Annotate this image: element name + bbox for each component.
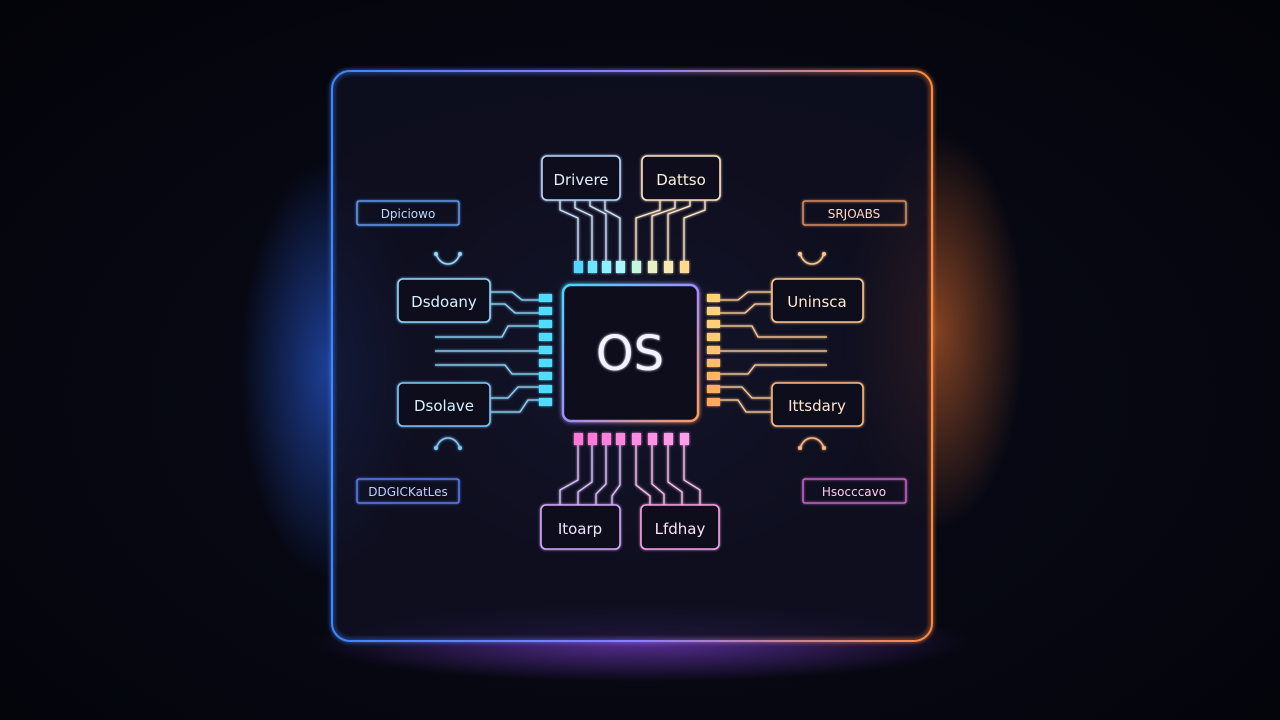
link-dot-upper-right-b <box>822 252 826 256</box>
module-left-upper-label: Dsdoany <box>411 293 477 311</box>
module-left-lower-label: Dsolave <box>414 397 474 415</box>
module-right-upper-box <box>771 278 864 323</box>
link-dot-upper-left-a <box>434 252 438 256</box>
tag-lower-right-box <box>802 478 907 504</box>
tag-upper-left-box <box>356 200 460 226</box>
tag-upper-right-box <box>802 200 907 226</box>
tag-lower-right-label: Hsocccavo <box>822 485 886 499</box>
link-arc-upper-left-icon <box>435 253 461 265</box>
link-dot-lower-left-b <box>458 446 462 450</box>
module-left-upper-box <box>397 278 491 323</box>
module-bottom-left-label: Itoarp <box>558 520 602 538</box>
module-right-lower-box <box>771 382 864 427</box>
chip-pins-left <box>539 294 552 406</box>
link-dot-lower-right-a <box>798 446 802 450</box>
link-dot-upper-right-a <box>798 252 802 256</box>
link-arc-upper-right-icon <box>799 253 825 265</box>
module-top-right-box <box>641 155 721 201</box>
module-bottom-right-box <box>640 504 720 550</box>
tag-lower-left-box <box>356 478 460 504</box>
module-right-upper-label: Uninsca <box>787 293 846 311</box>
chip-pins-top <box>574 261 689 273</box>
os-chip-label: OS <box>596 326 664 382</box>
circuit-traces <box>435 200 827 505</box>
tag-upper-right-label: SRJOABS <box>828 207 881 221</box>
link-arc-lower-left-icon <box>435 437 461 449</box>
link-dot-upper-left-b <box>458 252 462 256</box>
chip-pins-right <box>707 294 720 406</box>
module-top-left-label: Drivere <box>553 171 608 189</box>
module-top-right-label: Dattso <box>656 171 706 189</box>
module-right-lower-label: Ittsdary <box>788 397 846 415</box>
link-arc-lower-right-icon <box>799 437 825 449</box>
module-bottom-left-box <box>540 504 621 550</box>
tag-upper-left-label: Dpiciowo <box>381 207 436 221</box>
module-left-lower-box <box>397 382 491 427</box>
os-chip <box>561 283 700 423</box>
chip-pins-bottom <box>574 433 689 445</box>
module-top-left-box <box>541 155 621 201</box>
tag-lower-left-label: DDGICKatLes <box>368 485 448 499</box>
link-dot-lower-right-b <box>822 446 826 450</box>
link-dot-lower-left-a <box>434 446 438 450</box>
module-bottom-right-label: Lfdhay <box>655 520 706 538</box>
